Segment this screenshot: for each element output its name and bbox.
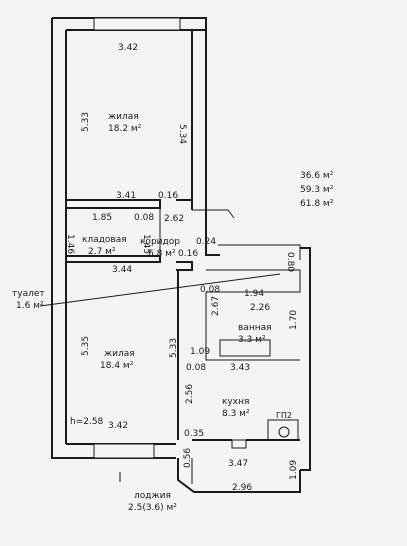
dim-226: 2.26 (250, 303, 270, 313)
total-line-2: 59.3 м² (300, 185, 334, 195)
total-line-3: 61.8 м² (300, 199, 334, 209)
dim-146: 1.46 (65, 234, 75, 254)
room-storage-area: 2.7 м² (88, 247, 116, 257)
room-toilet-area: 1.6 м² (16, 301, 44, 311)
room-living-top-area: 18.2 м² (108, 124, 142, 134)
room-kitchen-name: кухня (222, 397, 249, 407)
dim-024: 0.24 (196, 237, 216, 247)
dim-bottom-width: 3.42 (108, 421, 128, 431)
ceiling-height: h=2.58 (70, 417, 104, 427)
stove-label: ГП2 (276, 411, 292, 420)
dim-256: 2.56 (185, 384, 195, 404)
room-living-top-name: жилая (108, 112, 139, 122)
dim-035: 0.35 (184, 429, 204, 439)
stove (267, 419, 299, 441)
room-bath-area: 3.3 м² (238, 335, 266, 345)
totals: 36.6 м² 59.3 м² 61.8 м² (300, 171, 334, 209)
total-line-1: 36.6 м² (300, 171, 334, 181)
dim-535: 5.35 (81, 336, 91, 356)
dim-109: 1.09 (190, 347, 210, 357)
room-bath-name: ванная (238, 323, 272, 333)
dim-343: 3.43 (230, 363, 250, 373)
dim-341: 3.41 (116, 191, 136, 201)
dim-347: 3.47 (228, 459, 248, 469)
room-living-bottom-name: жилая (104, 349, 135, 359)
dimensions: 3.42 5.33 5.34 3.41 0.16 1.85 0.08 2.62 … (65, 43, 299, 493)
room-toilet-name: туалет (12, 289, 45, 299)
stove-burner-icon (278, 426, 290, 438)
dim-145: 1.45 (141, 234, 151, 254)
dim-170: 1.70 (289, 310, 299, 330)
window-bottom (93, 443, 155, 459)
dim-344: 3.44 (112, 265, 132, 275)
dim-016b: 0.16 (178, 249, 198, 259)
dim-533: 5.33 (169, 338, 179, 358)
dim-008c: 0.08 (186, 363, 206, 373)
room-corridor-name: коридор (140, 237, 180, 247)
window-kitchen (231, 439, 247, 449)
dim-top-width: 3.42 (118, 43, 138, 53)
room-storage-name: кладовая (82, 235, 127, 245)
dim-top-left-h: 5.33 (81, 112, 91, 132)
dim-008b: 0.08 (200, 285, 220, 295)
dim-080: 0.80 (285, 252, 295, 272)
room-kitchen-area: 8.3 м² (222, 409, 250, 419)
dim-008a: 0.08 (134, 213, 154, 223)
dim-296: 2.96 (232, 483, 252, 493)
room-loggia-area: 2.5(3.6) м² (128, 503, 177, 513)
walls (39, 17, 311, 493)
room-corridor-area: 6.8 м² (148, 249, 176, 259)
dim-109b: 1.09 (289, 460, 299, 480)
window-top (93, 17, 181, 31)
dim-194: 1.94 (244, 289, 264, 299)
dim-056: 0.56 (183, 448, 193, 468)
dim-185: 1.85 (92, 213, 112, 223)
room-living-bottom-area: 18.4 м² (100, 361, 134, 371)
dim-016a: 0.16 (158, 191, 178, 201)
room-loggia-name: лоджия (134, 491, 171, 501)
dim-top-right-h: 5.34 (177, 124, 187, 144)
dim-262: 2.62 (164, 214, 184, 224)
rooms: жилая 18.2 м² кладовая 2.7 м² коридор 6.… (12, 112, 272, 513)
dim-267: 2.67 (211, 296, 221, 316)
